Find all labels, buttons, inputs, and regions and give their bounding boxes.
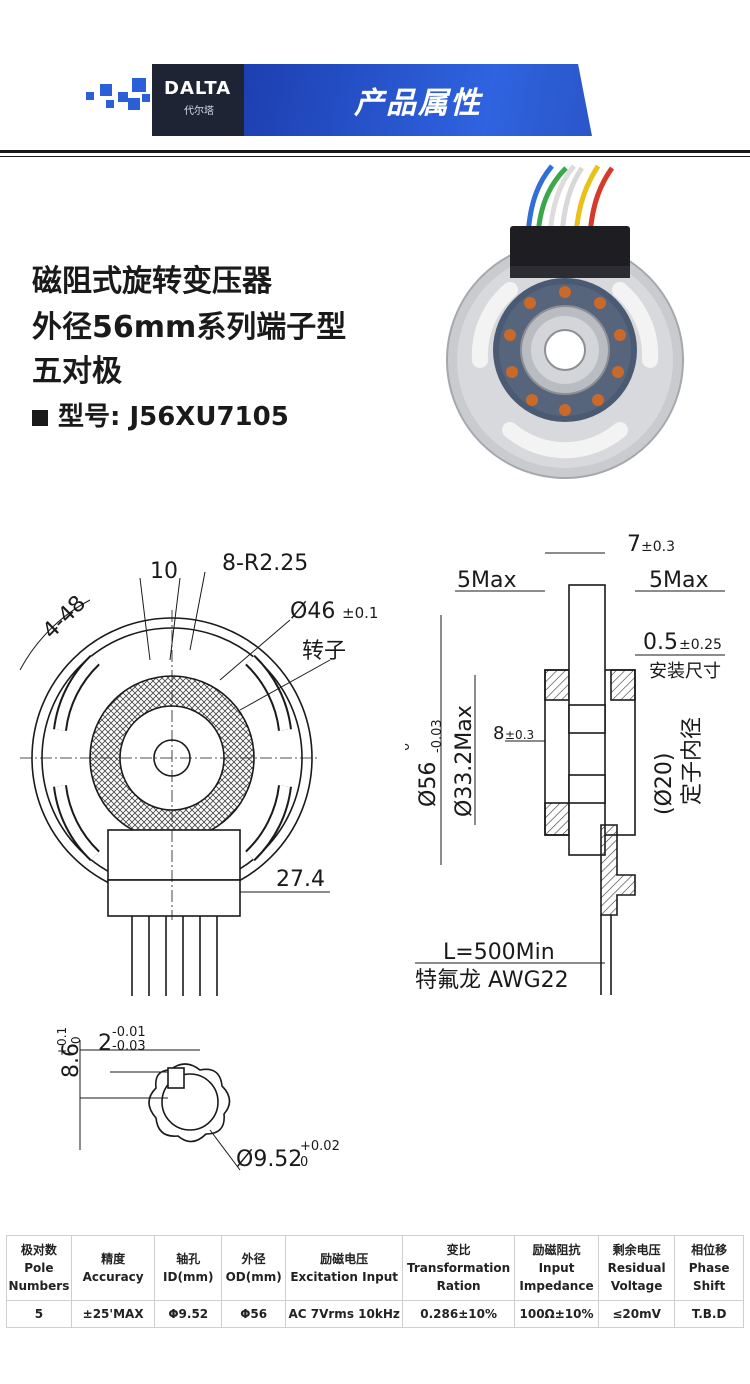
spec-value-cell: ±25'MAX: [70, 1300, 156, 1328]
rotor-bore: Ø9.52: [236, 1147, 302, 1172]
spec-value-cell: T.B.D: [674, 1300, 744, 1328]
spec-header-line: 相位移: [691, 1243, 728, 1257]
spec-header-line: Accuracy: [82, 1270, 144, 1284]
spec-header-cell: 轴孔 ID(mm): [154, 1235, 223, 1301]
bullet-square: [32, 409, 48, 426]
rotor-key: 2: [98, 1031, 112, 1056]
spec-header-line: Impedance: [519, 1279, 594, 1293]
rotor-bore-tol-upper: +0.02: [300, 1139, 340, 1154]
header-banner: DALTA 代尔塔 产品属性: [152, 64, 592, 136]
spec-header-line: 励磁电压: [320, 1252, 369, 1266]
spec-value-cell: 100Ω±10%: [514, 1300, 599, 1328]
front-radius: 8-R2.25: [222, 551, 308, 576]
side-od56-tol-upper: 0: [405, 743, 413, 751]
rotor-bore-tol-lower: 0: [300, 1155, 308, 1170]
side-width8: 8: [493, 723, 504, 744]
product-title-line3: 五对极: [32, 354, 122, 389]
brand-name: DALTA: [164, 78, 232, 99]
brand-logo: DALTA 代尔塔: [152, 64, 244, 136]
spec-header-line: Excitation Input: [290, 1270, 399, 1284]
front-view-drawing: 10 8-R2.25 4-48 Ø46 ±0.1 转子 27.4: [19, 551, 378, 996]
spec-header-line: 剩余电压: [612, 1243, 661, 1257]
spec-value-cell: 5: [6, 1300, 72, 1328]
rotor-height: 8.6: [59, 1043, 84, 1078]
header-rule: [0, 150, 750, 153]
front-od-main: Ø46: [290, 599, 335, 624]
side-od33: Ø33.2Max: [452, 705, 477, 817]
side-mount-gap: 0.5: [643, 630, 678, 655]
side-lead-length: L=500Min: [443, 940, 555, 965]
side-stator-id: (Ø20): [652, 753, 677, 815]
spec-header-line: 轴孔: [176, 1252, 201, 1266]
spec-header-line: OD(mm): [225, 1270, 282, 1284]
side-od56-tol-lower: -0.03: [430, 719, 445, 753]
rotor-height-tol-lower: 0: [69, 1036, 83, 1044]
banner-title-box: 产品属性: [244, 64, 592, 136]
product-photo: [446, 164, 684, 479]
side-max-right: 5Max: [649, 568, 708, 593]
side-od56: Ø56: [416, 762, 441, 807]
spec-header-line: Numbers: [8, 1279, 70, 1293]
front-rotor-label: 转子: [302, 639, 346, 664]
side-mount-gap-tol: ±0.25: [679, 637, 722, 653]
rotor-key-tol-lower: -0.03: [112, 1039, 146, 1054]
spec-header-line: Transformation: [407, 1261, 511, 1275]
spec-header-line: Phase: [688, 1261, 730, 1275]
product-title-line1: 磁阻式旋转变压器: [32, 264, 272, 299]
spec-header-line: 极对数: [20, 1243, 57, 1257]
spec-header-cell: 精度 Accuracy: [70, 1235, 156, 1301]
spec-header-line: Pole: [24, 1261, 54, 1275]
spec-header-cell: 励磁电压 Excitation Input: [285, 1235, 404, 1301]
spec-value-cell: ≤20mV: [597, 1300, 676, 1328]
side-max-left: 5Max: [457, 568, 516, 593]
spec-value-cell: AC 7Vrms 10kHz: [285, 1300, 404, 1328]
spec-header-line: Shift: [692, 1279, 726, 1293]
spec-header-line: 精度: [101, 1252, 126, 1266]
rotor-height-tol-upper: +0.1: [55, 1027, 69, 1056]
section-title: 产品属性: [354, 86, 482, 121]
spec-value-cell: Φ56: [221, 1300, 287, 1328]
side-lead-wire: 特氟龙 AWG22: [415, 968, 569, 993]
product-model: 型号: J56XU7105: [32, 396, 289, 433]
spec-header-line: 励磁阻抗: [532, 1243, 581, 1257]
header-rule-thin: [0, 156, 750, 157]
product-title-line2: 外径56mm系列端子型: [32, 310, 347, 345]
spec-header-line: 变比: [446, 1243, 471, 1257]
spec-header-line: ID(mm): [163, 1270, 214, 1284]
rotor-detail-drawing: 8.6 +0.1 0 2 -0.01 -0.03 Ø9.52 +0.02 0: [55, 1025, 340, 1172]
side-view-drawing: 7 ±0.3 5Max 5Max 0.5 ±0.25 安装尺寸 Ø56 0 -0…: [405, 532, 725, 995]
spec-header-cell: 外径 OD(mm): [221, 1235, 287, 1301]
spec-header-line: 外径: [241, 1252, 266, 1266]
side-width8-tol: ±0.3: [505, 728, 534, 742]
spec-header-line: Residual: [607, 1261, 666, 1275]
rotor-key-tol-upper: -0.01: [112, 1025, 146, 1040]
side-width7: 7: [627, 532, 641, 557]
brand-subtitle: 代尔塔: [184, 106, 214, 117]
spec-header-line: Ration: [436, 1279, 481, 1293]
front-od-tol: ±0.1: [342, 604, 378, 622]
side-width7-tol: ±0.3: [641, 539, 675, 555]
side-mount-label: 安装尺寸: [649, 661, 721, 682]
spec-value-cell: Φ9.52: [154, 1300, 223, 1328]
front-slot-width: 10: [150, 559, 178, 584]
side-stator-label: 定子内径: [680, 717, 705, 805]
product-model-label: 型号: J56XU7105: [58, 402, 289, 432]
spec-value-cell: 0.286±10%: [402, 1300, 516, 1328]
front-terminal-dim: 27.4: [276, 867, 325, 892]
front-angle: 4-48: [38, 591, 91, 644]
spec-header-line: Input: [538, 1261, 575, 1275]
spec-header-line: Voltage: [610, 1279, 663, 1293]
